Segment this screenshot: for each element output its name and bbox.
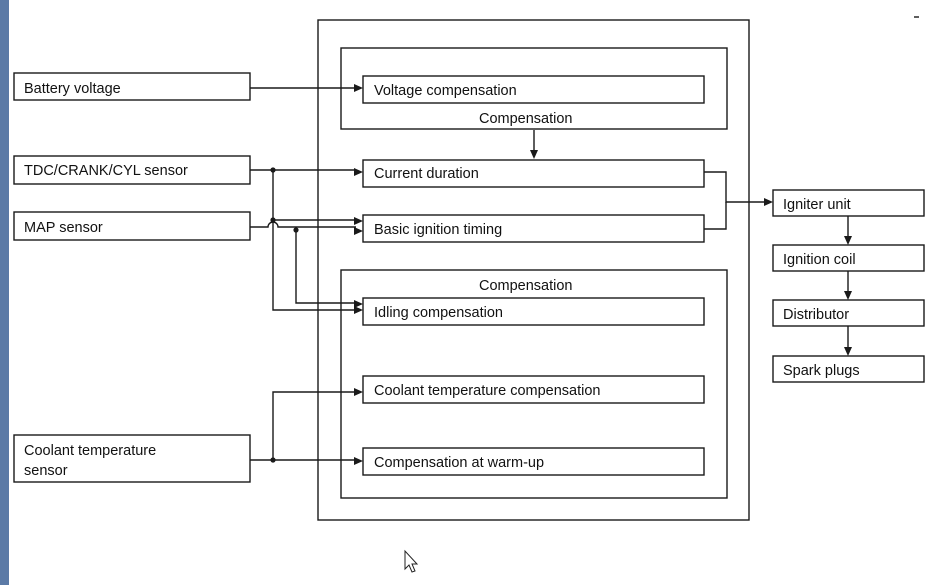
voltage-compensation-label: Voltage compensation [374,83,517,99]
ignition-coil-box: Ignition coil [772,244,925,272]
connector-lines [250,84,852,465]
tdc-crank-cyl-sensor-box: TDC/CRANK/CYL sensor [13,155,251,185]
spark-plugs-label: Spark plugs [783,363,860,379]
arrow-head [844,236,852,245]
spark-plugs-box: Spark plugs [772,355,925,383]
coolant-temperature-compensation-label: Coolant temperature compensation [374,383,601,399]
arrow-head [354,84,363,92]
arrow-head [844,347,852,356]
coolant-temperature-sensor-label-line2: sensor [24,463,68,479]
distributor-box: Distributor [772,299,925,327]
idling-compensation-label: Idling compensation [374,305,503,321]
igniter-unit-label: Igniter unit [783,197,851,213]
tdc-crank-cyl-sensor-label: TDC/CRANK/CYL sensor [24,163,188,179]
arrow-head [844,291,852,300]
compensation-at-warm-up-label: Compensation at warm-up [374,455,544,471]
control-unit-frame [317,19,750,521]
window-edge-stripe [0,0,9,585]
map-sensor-label: MAP sensor [24,220,103,236]
idling-compensation-box: Idling compensation [362,297,705,326]
map-sensor-box: MAP sensor [13,211,251,241]
igniter-unit-box: Igniter unit [772,189,925,217]
mouse-pointer-icon [404,549,419,573]
arrow-head [354,168,363,176]
basic-ignition-timing-box: Basic ignition timing [362,214,705,243]
coolant-temperature-compensation-box: Coolant temperature compensation [362,375,705,404]
coolant-temperature-sensor-box: Coolant temperature sensor [13,434,251,483]
arrow-head [354,217,363,225]
map-to-idling-line [295,230,356,304]
map-to-basic-timing-line [250,221,356,228]
compensation-at-warm-up-box: Compensation at warm-up [362,447,705,476]
battery-voltage-box: Battery voltage [13,72,251,101]
bottom-compensation-caption: Compensation [479,278,573,294]
voltage-compensation-box: Voltage compensation [362,75,705,104]
arrow-head [530,150,538,159]
arrow-head [354,227,363,235]
basic-timing-to-igniter-line [704,202,727,230]
basic-ignition-timing-label: Basic ignition timing [374,222,502,238]
current-duration-to-igniter-line [704,171,766,203]
arrow-head [764,198,773,206]
arrow-head [354,457,363,465]
ignition-coil-label: Ignition coil [783,252,856,268]
battery-voltage-label: Battery voltage [24,81,121,97]
top-compensation-caption: Compensation [479,111,573,127]
current-duration-box: Current duration [362,159,705,188]
coolant-temperature-sensor-label-line1: Coolant temperature [24,443,156,459]
coolant-to-temp-comp-line [272,391,356,460]
current-duration-label: Current duration [374,166,479,182]
arrow-head [354,388,363,396]
arrow-head [354,300,363,308]
compensation-group-bottom [340,269,728,499]
arrow-head [354,306,363,314]
tdc-to-idling-line [272,170,356,311]
distributor-label: Distributor [783,307,849,323]
